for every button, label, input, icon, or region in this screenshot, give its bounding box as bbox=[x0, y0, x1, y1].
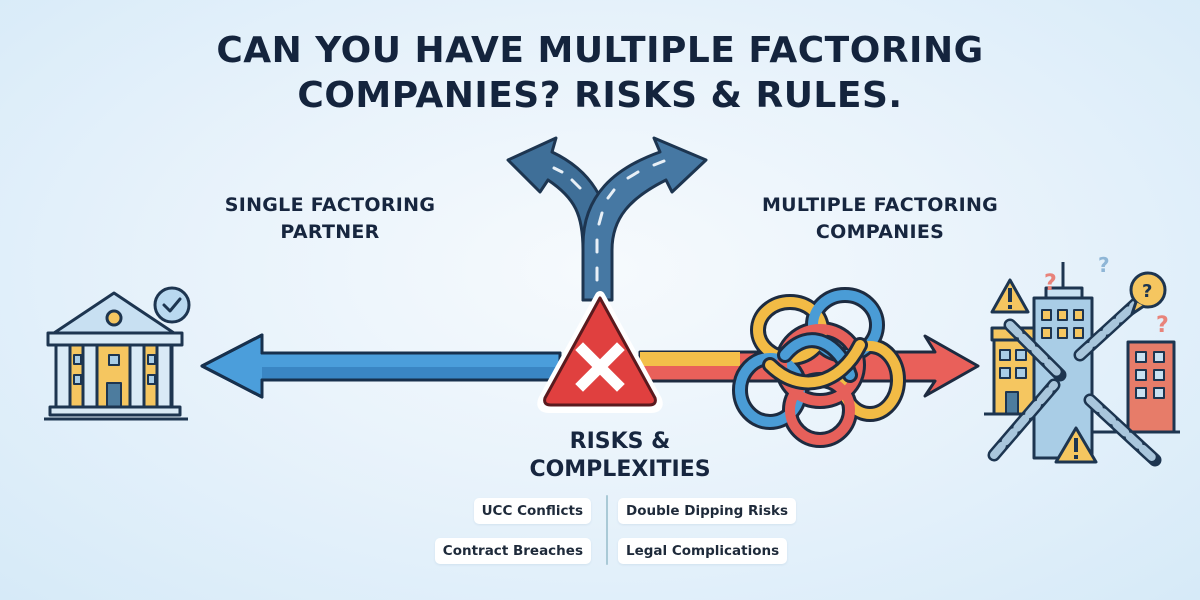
multiple-companies-label-line-2: COMPANIES bbox=[815, 221, 945, 243]
single-partner-label-line-2: PARTNER bbox=[280, 221, 380, 243]
risks-heading-line-1: RISKS & bbox=[569, 429, 671, 454]
risk-chip-double-dipping: Double Dipping Risks bbox=[618, 498, 797, 524]
risks-heading-line-2: COMPLEXITIES bbox=[529, 457, 711, 482]
bank-building-icon bbox=[44, 291, 188, 421]
svg-text:?: ? bbox=[1044, 271, 1057, 296]
multiple-companies-label-line-1: MULTIPLE FACTORING bbox=[761, 194, 999, 216]
title-line-2: COMPANIES? RISKS & RULES. bbox=[297, 75, 903, 116]
svg-text:?: ? bbox=[1156, 313, 1169, 338]
risk-chip-ucc-conflicts: UCC Conflicts bbox=[473, 498, 591, 524]
single-partner-label-line-1: SINGLE FACTORING bbox=[224, 194, 436, 216]
tangled-knot-icon bbox=[732, 287, 906, 448]
risk-chip-contract-breaches: Contract Breaches bbox=[434, 538, 591, 564]
title-line-1: CAN YOU HAVE MULTIPLE FACTORING bbox=[216, 30, 984, 71]
page-title: CAN YOU HAVE MULTIPLE FACTORING COMPANIE… bbox=[0, 28, 1200, 118]
svg-text:?: ? bbox=[1098, 253, 1110, 277]
warning-x-triangle-icon bbox=[537, 291, 663, 413]
svg-text:?: ? bbox=[1142, 281, 1152, 302]
broken-chains-buildings-icon: ? ? ? ? bbox=[984, 253, 1180, 467]
risks-complexities-heading: RISKS & COMPLEXITIES bbox=[470, 428, 770, 484]
multiple-companies-label: MULTIPLE FACTORING COMPANIES bbox=[720, 192, 1040, 246]
single-partner-label: SINGLE FACTORING PARTNER bbox=[180, 192, 480, 246]
risk-chip-legal-complications: Legal Complications bbox=[618, 538, 788, 564]
risk-divider bbox=[606, 495, 608, 565]
checkmark-badge-icon bbox=[153, 286, 191, 324]
